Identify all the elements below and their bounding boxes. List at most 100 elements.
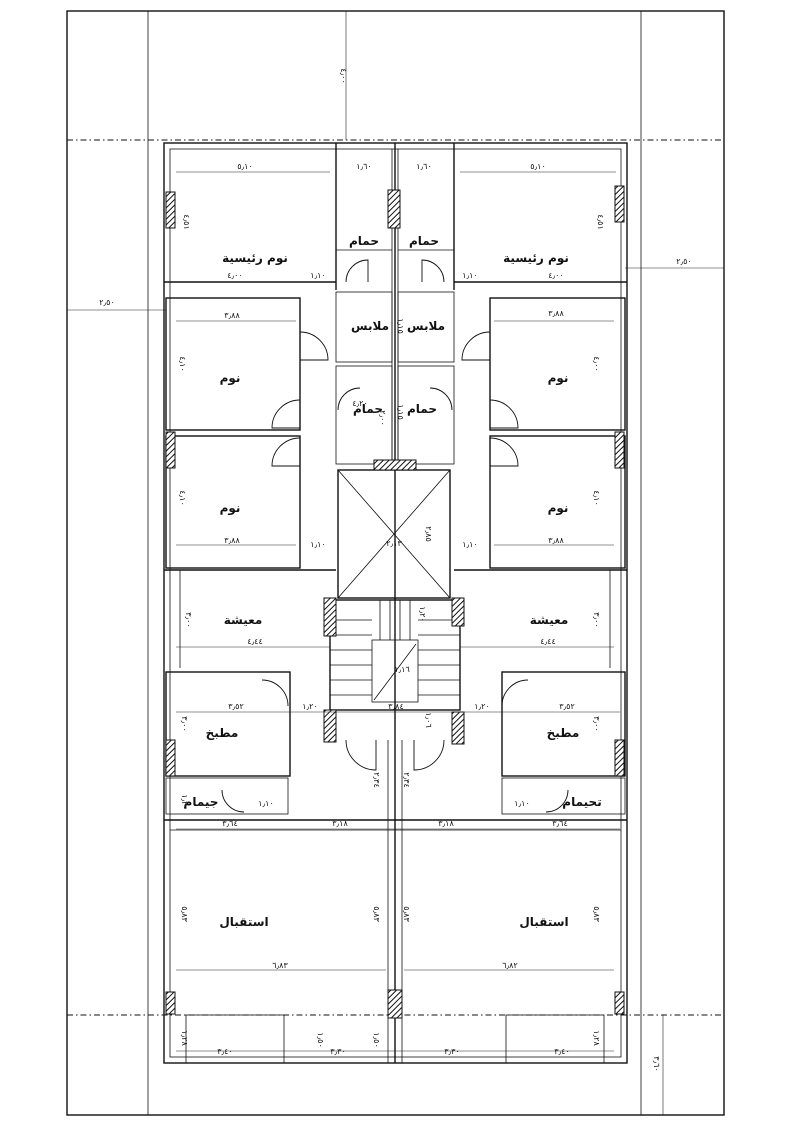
dim-bath-mid-top: ٤٫٢٠ [352, 399, 368, 408]
dim-corridor-left: ١٫١٠ [310, 271, 326, 280]
balcony-left [185, 1014, 285, 1064]
dim-guest-bath-left-height: ١٫٢٠ [180, 794, 189, 810]
dim-guest-bath-left-width: ١٫١٠ [258, 799, 274, 808]
bathroom-top-left-label: حمام [349, 234, 379, 249]
bedroom-right-1 [489, 297, 626, 431]
dim-entry-right: ١٫٢٠ [474, 702, 490, 711]
dim-bedroom-left-1-height: ٤٫١٠ [178, 356, 187, 372]
dim-bedroom-left-1-width: ٣٫٨٨ [224, 311, 240, 320]
dim-setback-bottom: ٣٫٦٠ [652, 1056, 661, 1072]
dim-kitchen-left-width: ٣٫٥٢ [228, 702, 244, 711]
guest-bath-right [501, 777, 626, 815]
dim-reception-left-inner-height: ٥٫٨٣ [372, 906, 381, 922]
dim-hall-left: ٢٫٣٤ [372, 772, 381, 788]
dim-master-left-depth: ٤٫٠٠ [227, 271, 243, 280]
bedroom-left-1-label: نوم [220, 371, 241, 386]
bath-mid-left-room [335, 365, 393, 465]
dressing-right-room [397, 291, 455, 363]
dim-living-left-width: ٤٫٤٤ [247, 637, 263, 646]
dim-living-left-height: ٣٫٠٠ [184, 612, 193, 628]
bedroom-left-1 [165, 297, 301, 431]
dim-balcony-right-width: ٣٫٤٠ [554, 1047, 570, 1056]
dim-balcony-right-height: ١٫٢٨ [592, 1030, 601, 1046]
bedroom-left-2 [165, 435, 301, 569]
dim-passage-right: ١٫١٠ [462, 540, 478, 549]
dim-reception-left-top: ٣٫٦٤ [222, 819, 238, 828]
dim-bedroom-left-2-width: ٣٫٨٨ [224, 536, 240, 545]
dim-reception-right-mid: ٣٫١٨ [438, 819, 454, 828]
staircase [329, 599, 461, 711]
dim-living-right-width: ٤٫٤٤ [540, 637, 556, 646]
dressing-left-label: ملابس [351, 319, 389, 333]
master-bedroom-right-label: نوم رئيسية [503, 251, 569, 266]
dim-terrace-right-height: ١٫٥٠ [372, 1032, 381, 1048]
bathroom-mid-left-label: حمام [353, 402, 383, 417]
dim-kitchen-right-height: ٣٫٠٠ [592, 716, 601, 732]
dim-stair-inner: ١٫١٦ [394, 665, 410, 674]
dim-guest-bath-right-width: ١٫١٠ [514, 799, 530, 808]
living-right-label: معيشة [530, 613, 569, 627]
dim-bedroom-right-1-height: ٤٫٠٠ [592, 356, 601, 372]
dim-setback-top: ٤٫٠٠ [339, 68, 348, 84]
dim-dressing-left: ١٫١٥ [396, 318, 405, 334]
dim-passage-left: ١٫١٠ [310, 540, 326, 549]
bathroom-top-right-label: حمام [409, 234, 439, 249]
kitchen-right-label: مطبخ [547, 726, 580, 740]
dim-terrace-right-width: ٣٫٣٠ [444, 1047, 460, 1056]
dim-balcony-left-height: ١٫٢٨ [180, 1030, 189, 1046]
dim-bath-mid-left: ٢٫٠٠ [378, 410, 387, 426]
dim-bedroom-right-1-width: ٣٫٨٨ [548, 309, 564, 318]
bath-mid-right-room [397, 365, 455, 465]
dim-reception-left-mid: ٣٫١٨ [332, 819, 348, 828]
guest-bath-left-label: جيمام [184, 795, 219, 810]
kitchen-left [165, 671, 291, 777]
dim-entry-left: ١٫٢٠ [302, 702, 318, 711]
dim-stair-width: ٣٫٨٤ [388, 702, 404, 711]
dim-master-right-height: ٤٫٥١ [596, 214, 605, 230]
dim-master-right-depth: ٤٫٠٠ [548, 271, 564, 280]
dim-terrace-left-width: ٣٫٣٠ [330, 1047, 346, 1056]
dim-stair-landing: ١٫٠٦ [424, 712, 433, 728]
kitchen-right [501, 671, 626, 777]
dim-kitchen-left-height: ٣٫٠٠ [180, 716, 189, 732]
dim-top-left-width: ٥٫١٠ [237, 162, 253, 171]
dim-terrace-left-height: ١٫٥٠ [316, 1032, 325, 1048]
guest-bath-right-label: تحيمام [562, 795, 601, 810]
dim-top-right-width: ٥٫١٠ [530, 162, 546, 171]
bedroom-right-2-label: نوم [548, 501, 569, 516]
living-left-label: معيشة [224, 613, 263, 627]
dressing-left-room [335, 291, 393, 363]
dim-reception-right-width: ٦٫٨٢ [502, 961, 518, 970]
dim-hall-right: ٢٫٣٤ [402, 772, 411, 788]
dim-elevator-width: ٢٫١٣ [386, 539, 402, 548]
dim-bath-mid-right: ١٫١٥ [396, 404, 405, 420]
elevator-cross-2 [337, 469, 451, 599]
dim-reception-right-height: ٥٫٨٣ [592, 906, 601, 922]
dim-bath-right-width: ١٫٦٠ [416, 162, 432, 171]
dim-living-right-height: ٣٫٠٠ [592, 612, 601, 628]
bedroom-right-2 [489, 435, 626, 569]
bathroom-mid-right-label: حمام [407, 402, 437, 417]
plot-boundary [66, 10, 725, 1116]
dim-setback-right: ٢٫٥٠ [676, 257, 692, 266]
dim-bath-left-width: ١٫٦٠ [356, 162, 372, 171]
dim-reception-right-inner-height: ٥٫٨٣ [402, 906, 411, 922]
dim-master-left-height: ٤٫٥١ [182, 214, 191, 230]
kitchen-left-label: مطبخ [206, 726, 239, 740]
guest-bath-left [165, 777, 289, 815]
dim-corridor-right: ١٫١٠ [462, 271, 478, 280]
bedroom-right-1-label: نوم [548, 371, 569, 386]
stair-treads [330, 600, 460, 703]
dim-stair-top: ١٫٢٠ [418, 606, 427, 622]
master-bedroom-left-label: نوم رئيسية [222, 251, 288, 266]
dim-bedroom-right-2-width: ٣٫٨٨ [548, 536, 564, 545]
dressing-right-label: ملابس [407, 319, 445, 333]
dim-bedroom-right-2-height: ٤٫١٠ [592, 490, 601, 506]
dim-reception-left-height: ٥٫٨٣ [180, 906, 189, 922]
doors [221, 259, 569, 813]
dim-balcony-left-width: ٣٫٤٠ [217, 1047, 233, 1056]
bedroom-left-2-label: نوم [220, 501, 241, 516]
dim-kitchen-right-width: ٣٫٥٢ [559, 702, 575, 711]
reception-right-label: استقبال [519, 915, 568, 929]
